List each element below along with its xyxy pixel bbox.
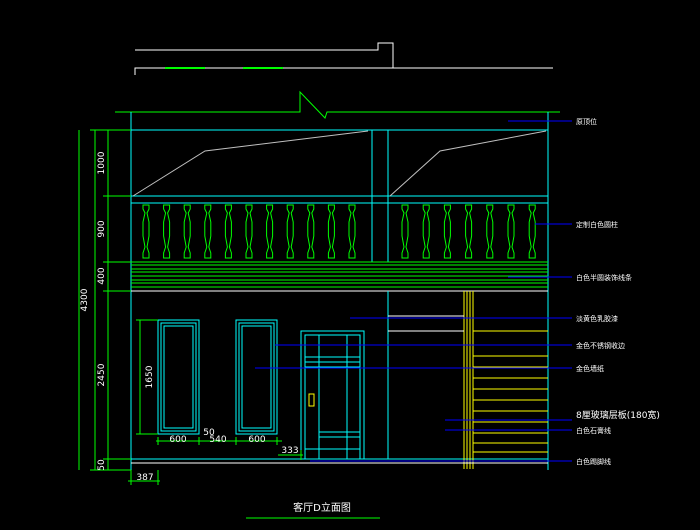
dim-segment-3: 400 <box>97 267 107 284</box>
baluster <box>443 204 451 259</box>
horizontal-dimensions <box>156 437 303 460</box>
glass-shelves <box>473 330 548 453</box>
baluster <box>486 204 494 259</box>
annotation-gold-trim: 金色不锈钢收边 <box>576 341 625 350</box>
annotation-latex-paint: 淡黄色乳胶漆 <box>576 314 618 323</box>
baluster <box>163 204 171 259</box>
drawing-title: 客厅D立面图 <box>293 501 351 514</box>
annotation-ceiling: 原顶位 <box>576 117 597 126</box>
annotation-glass-shelf: 8厘玻璃层板(180宽) <box>576 409 660 421</box>
dim-segment-1: 1000 <box>97 151 107 174</box>
gold-trim-columns <box>463 291 474 469</box>
baluster <box>183 204 191 259</box>
vertical-dimensions <box>78 129 160 485</box>
door <box>300 330 365 460</box>
annotation-half-round-trim: 白色半圆装饰线条 <box>576 273 632 282</box>
annotation-wallpaper: 金色墙纸 <box>576 364 604 373</box>
baluster <box>327 204 335 259</box>
door-handle-icon <box>308 393 315 407</box>
dim-segment-2: 900 <box>97 220 107 237</box>
dim-total-height: 4300 <box>80 288 90 311</box>
annotation-leaders <box>255 120 572 462</box>
baluster <box>142 204 150 259</box>
baluster <box>204 204 212 259</box>
baluster <box>348 204 356 259</box>
dim-segment-5: 50 <box>97 459 107 471</box>
break-line <box>115 90 560 119</box>
dim-window-width-b: 600 <box>248 435 265 445</box>
baluster <box>507 204 515 259</box>
baluster <box>401 204 409 259</box>
decorative-band <box>131 261 548 288</box>
shelf-wall-top-bands <box>388 315 464 332</box>
window-right <box>235 319 278 435</box>
baluster <box>245 204 253 259</box>
pergola-slopes <box>132 130 547 197</box>
dim-segment-4: 2450 <box>97 363 107 386</box>
baluster <box>422 204 430 259</box>
annotation-column: 定制白色圆柱 <box>576 220 618 229</box>
wall-frame <box>130 112 549 470</box>
dim-window-height: 1650 <box>145 365 155 388</box>
window-left <box>157 319 200 435</box>
dim-window-gap: 540 <box>209 435 226 445</box>
dim-small-offset: 50 <box>203 428 215 438</box>
baluster <box>307 204 315 259</box>
dim-door-offset: 333 <box>281 446 298 456</box>
dim-window-width-a: 600 <box>169 435 186 445</box>
roof-outline <box>134 42 553 75</box>
annotation-plaster-line: 白色石膏线 <box>576 426 611 435</box>
baluster <box>286 204 294 259</box>
baluster <box>224 204 232 259</box>
baluster-row <box>142 204 536 259</box>
baluster <box>465 204 473 259</box>
dim-bottom-offset: 387 <box>136 473 153 483</box>
annotation-skirting: 白色踢脚线 <box>576 457 611 466</box>
baluster <box>266 204 274 259</box>
baluster <box>528 204 536 259</box>
